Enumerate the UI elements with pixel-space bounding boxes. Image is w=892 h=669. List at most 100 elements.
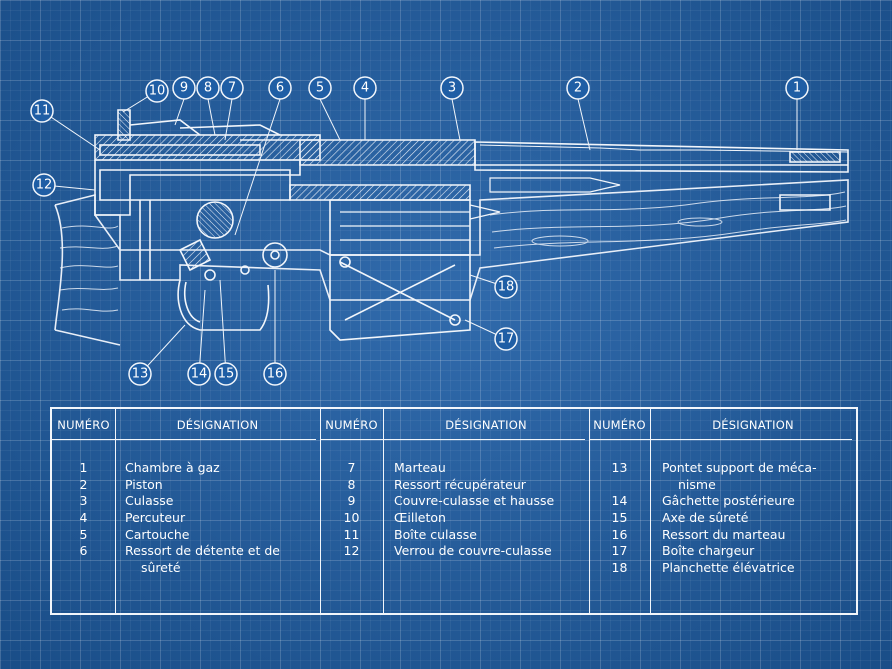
callout-circle bbox=[440, 76, 464, 100]
numbers-column-2: 7 8 9 10 11 12 bbox=[320, 460, 383, 560]
column-divider bbox=[115, 409, 116, 613]
callout-label: 14 bbox=[191, 367, 208, 382]
callout-9: 9 bbox=[172, 76, 196, 100]
callout-1: 1 bbox=[785, 76, 809, 100]
header-numero-2: NUMÉRO bbox=[325, 418, 378, 432]
header-numero-3: NUMÉRO bbox=[593, 418, 646, 432]
callout-14: 14 bbox=[187, 362, 211, 386]
callout-label: 15 bbox=[218, 367, 235, 382]
table-cell-designation: Cartouche bbox=[125, 526, 190, 542]
legend-table: NUMÉRO DÉSIGNATION NUMÉRO DÉSIGNATION NU… bbox=[50, 407, 858, 615]
table-cell-designation: Œilleton bbox=[394, 510, 446, 526]
callout-circle bbox=[187, 362, 211, 386]
table-cell-designation: Boîte culasse bbox=[394, 526, 477, 542]
callout-5: 5 bbox=[308, 76, 332, 100]
table-cell-number: 13 bbox=[611, 460, 628, 475]
names-column-1: Chambre à gaz Piston Culasse Percuteur C… bbox=[125, 460, 320, 577]
table-cell-designation: Planchette élévatrice bbox=[662, 560, 795, 576]
callout-circle bbox=[308, 76, 332, 100]
table-cell-designation: Couvre-culasse et hausse bbox=[394, 493, 555, 509]
table-cell-designation: Axe de sûreté bbox=[662, 510, 749, 526]
table-cell-number: 5 bbox=[79, 526, 88, 542]
callout-label: 4 bbox=[361, 81, 369, 96]
table-cell-designation: nisme bbox=[678, 476, 716, 492]
header-underline bbox=[652, 439, 852, 440]
callout-circle bbox=[128, 362, 152, 386]
table-cell-number: 14 bbox=[611, 493, 628, 509]
callout-label: 16 bbox=[267, 367, 284, 382]
column-divider bbox=[383, 409, 384, 613]
callout-15: 15 bbox=[214, 362, 238, 386]
table-cell-number: 10 bbox=[343, 510, 360, 526]
callout-12: 12 bbox=[32, 173, 56, 197]
table-cell-number: 16 bbox=[611, 526, 628, 542]
header-underline bbox=[589, 439, 652, 440]
column-divider bbox=[589, 409, 590, 613]
table-cell-designation: Verrou de couvre-culasse bbox=[394, 543, 552, 559]
callout-6: 6 bbox=[268, 76, 292, 100]
receiver-and-barrel bbox=[94, 109, 849, 341]
numbers-column-1: 1 2 3 4 5 6 bbox=[52, 460, 115, 560]
callout-18: 18 bbox=[494, 275, 518, 299]
table-cell-designation: Piston bbox=[125, 476, 163, 492]
callout-11: 11 bbox=[30, 99, 54, 123]
callout-circle bbox=[494, 275, 518, 299]
header-designation-3: DÉSIGNATION bbox=[712, 418, 794, 432]
callout-label: 1 bbox=[793, 81, 801, 96]
callout-label: 18 bbox=[498, 280, 515, 295]
table-cell-number: 1 bbox=[79, 460, 88, 475]
callout-label: 6 bbox=[276, 81, 284, 96]
callout-circle bbox=[172, 76, 196, 100]
callout-label: 3 bbox=[448, 81, 456, 96]
callout-circle bbox=[145, 79, 169, 103]
callout-8: 8 bbox=[196, 76, 220, 100]
callout-circle bbox=[214, 362, 238, 386]
callout-circle bbox=[196, 76, 220, 100]
table-cell-number: 3 bbox=[79, 493, 88, 509]
header-underline bbox=[321, 439, 385, 440]
table-cell-number: 18 bbox=[611, 560, 628, 576]
callout-label: 2 bbox=[574, 81, 582, 96]
callout-circle bbox=[353, 76, 377, 100]
callout-2: 2 bbox=[566, 76, 590, 100]
header-underline bbox=[385, 439, 585, 440]
callout-label: 8 bbox=[204, 81, 212, 96]
table-cell-designation: Ressort de détente et de bbox=[125, 543, 280, 559]
table-cell-number bbox=[589, 477, 650, 494]
table-cell-number: 8 bbox=[347, 476, 356, 492]
column-divider bbox=[320, 409, 321, 613]
callout-label: 17 bbox=[498, 332, 515, 347]
numbers-column-3: 13 14 15 16 17 18 bbox=[589, 460, 650, 577]
table-cell-designation: Ressort récupérateur bbox=[394, 476, 526, 492]
table-cell-number: 2 bbox=[79, 476, 88, 492]
callout-10: 10 bbox=[145, 79, 169, 103]
callout-4: 4 bbox=[353, 76, 377, 100]
names-column-2: Marteau Ressort récupérateur Couvre-cula… bbox=[394, 460, 589, 560]
table-cell-designation: Culasse bbox=[125, 493, 174, 509]
header-underline bbox=[52, 439, 121, 440]
callout-13: 13 bbox=[128, 362, 152, 386]
table-cell-designation: Marteau bbox=[394, 460, 446, 475]
table-cell-number: 4 bbox=[79, 510, 88, 526]
header-numero-1: NUMÉRO bbox=[57, 418, 110, 432]
table-cell-designation: Boîte chargeur bbox=[662, 543, 755, 559]
callout-17: 17 bbox=[494, 327, 518, 351]
header-designation-2: DÉSIGNATION bbox=[445, 418, 527, 432]
callout-label: 9 bbox=[180, 81, 188, 96]
table-cell-number: 9 bbox=[347, 493, 356, 509]
callout-circle bbox=[785, 76, 809, 100]
table-cell-designation: Percuteur bbox=[125, 510, 186, 526]
table-cell-designation: Ressort du marteau bbox=[662, 526, 786, 542]
callout-circle bbox=[30, 99, 54, 123]
table-cell-number: 11 bbox=[343, 526, 360, 542]
table-cell-designation: sûreté bbox=[141, 560, 181, 576]
callout-label: 10 bbox=[149, 84, 166, 99]
table-cell-designation: Gâchette postérieure bbox=[662, 493, 795, 509]
table-cell-designation: Pontet support de méca- bbox=[662, 460, 817, 475]
header-underline bbox=[116, 439, 316, 440]
callout-label: 5 bbox=[316, 81, 324, 96]
table-cell-number: 12 bbox=[343, 543, 360, 559]
